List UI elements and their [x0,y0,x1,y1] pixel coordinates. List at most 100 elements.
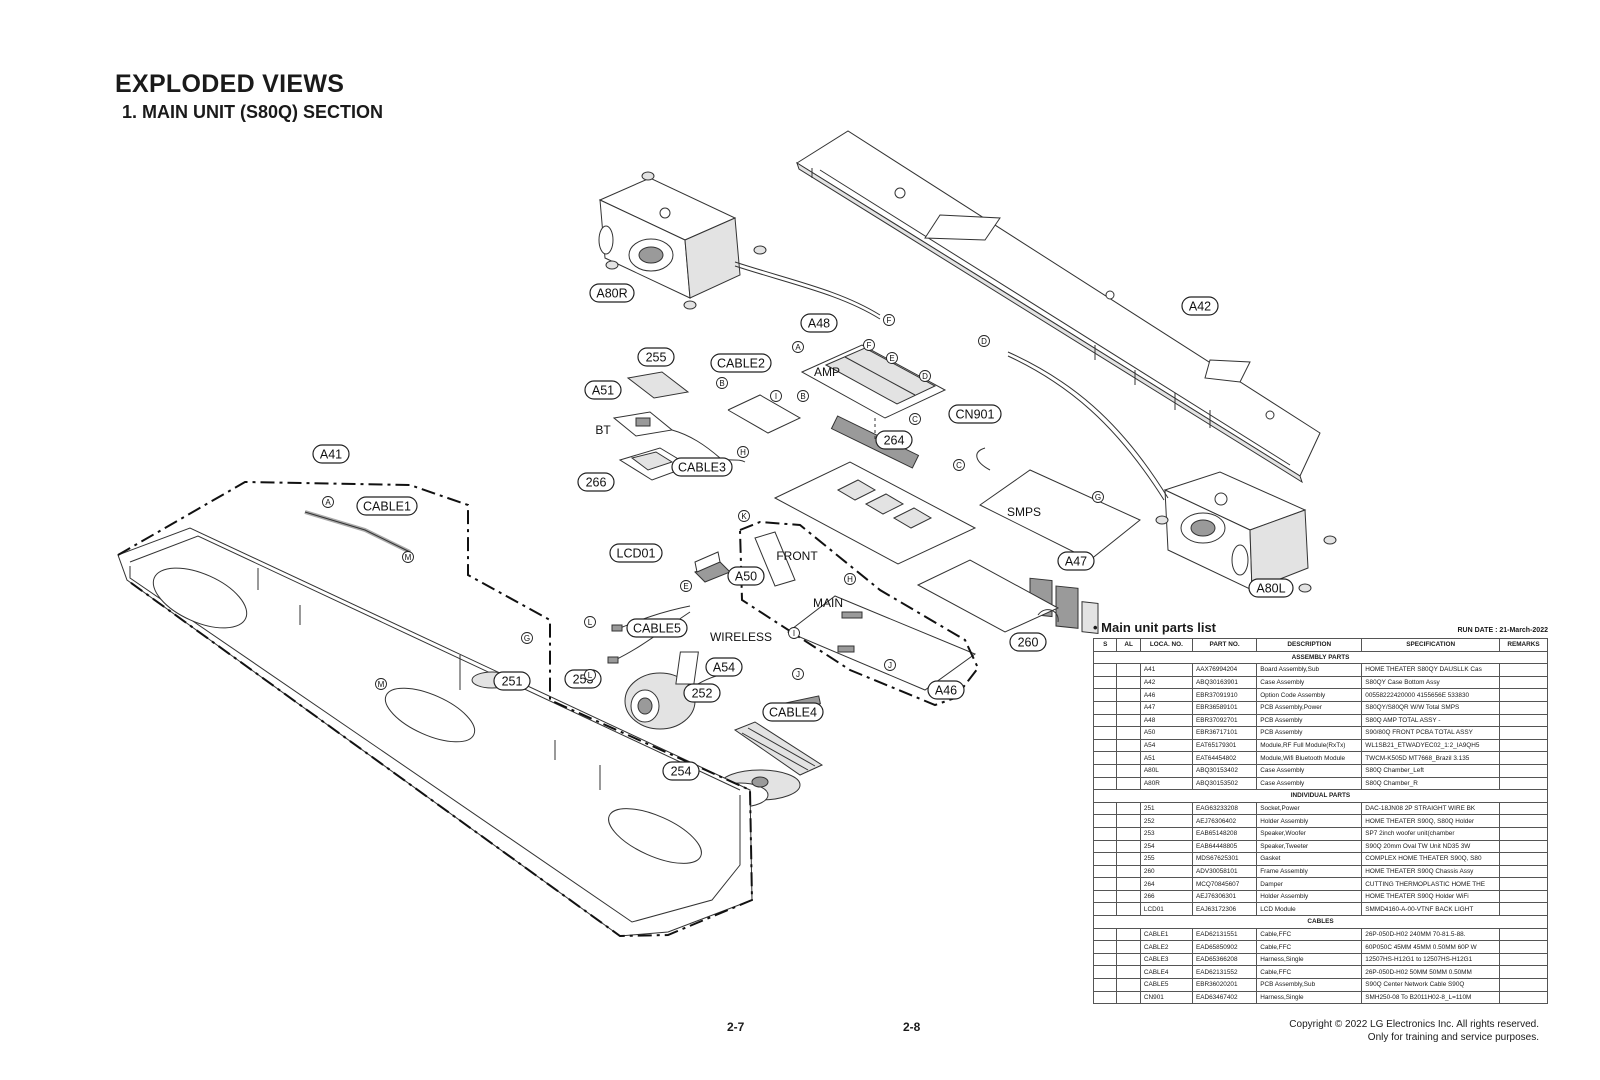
callout-label: 255 [646,351,667,365]
connector-circle [863,339,875,351]
callout-oval [609,543,663,563]
table-cell: ABQ30153502 [1191,776,1258,791]
table-cell [1116,726,1141,740]
board-label-main: MAIN [813,596,843,610]
connector-j: J [884,659,896,671]
table-cell: A80R [1139,776,1193,791]
table-cell: Cable,FFC [1256,940,1363,954]
connector-letter: B [719,379,724,388]
connector-e: E [886,352,898,364]
table-cell: Harness,Single [1256,952,1363,967]
connector-circle [770,390,782,402]
table-cell [1092,663,1118,677]
callout-a46: A46 [927,680,965,700]
table-cell: 60P050C 45MM 45MM 0.50MM 60P W [1361,940,1500,954]
table-cell [1499,726,1548,740]
table-cell: S80Q AMP TOTAL ASSY - [1361,713,1500,728]
connector-e: E [680,580,692,592]
table-cell: A50 [1139,726,1193,740]
bt-module-drawing [612,371,746,481]
table-cell [1116,952,1141,967]
table-cell [1116,852,1141,866]
connector-letter: I [775,392,777,401]
callout-a47: A47 [1057,551,1095,571]
table-cell: PCB Assembly [1256,713,1363,728]
table-cell: HOME THEATER S90Q Chassis Assy [1361,864,1500,879]
table-cell: SMH250-08 To B2011H02-8_L=110M [1361,990,1500,1005]
connector-letter: M [378,680,385,689]
callout-oval [1181,296,1219,316]
table-cell: 12507HS-H12G1 to 12507HS-H12G1 [1361,952,1500,967]
callout-label: A54 [713,661,735,675]
callout-cn901: CN901 [948,404,1002,424]
connector-letter: G [524,634,530,643]
connector-circle [322,496,334,508]
table-cell: A46 [1139,688,1193,702]
table-cell: EBR37092701 [1191,713,1258,728]
board-label-amp: AMP [814,365,840,379]
callout-label: A47 [1065,555,1087,569]
callout-label: A51 [592,384,614,398]
connector-letter: M [405,553,412,562]
table-cell: LCD Module [1256,902,1363,917]
callout-253: 253 [564,669,602,689]
connector-letter: F [887,316,892,325]
table-cell: S90/80Q FRONT PCBA TOTAL ASSY [1361,726,1500,740]
table-cell [1092,978,1118,992]
table-cell [1499,713,1548,728]
callout-label: A48 [808,317,830,331]
callout-oval [927,680,965,700]
table-cell: S80QY Case Bottom Assy [1361,675,1500,690]
callout-oval [493,671,531,691]
connector-letter: J [796,670,800,679]
table-cell [1116,751,1141,765]
connector-circle [1092,491,1104,503]
callout-label: A46 [935,684,957,698]
table-cell [1092,801,1118,816]
table-cell [1092,864,1118,879]
page-number-right: 2-8 [903,1020,921,1034]
table-cell: A51 [1139,751,1193,765]
callout-label: A42 [1189,300,1211,314]
table-cell: CABLE1 [1139,927,1193,942]
connector-letter: H [740,448,746,457]
table-cell: A41 [1139,663,1193,677]
connector-k: K [738,510,750,522]
table-cell [1499,763,1548,778]
callout-label: CN901 [956,408,995,422]
connector-l: L [584,616,596,628]
table-cell: 252 [1139,814,1193,828]
connector-circle [792,341,804,353]
table-cell: TWCM-K505D MT7668_Brazil 3.135 [1361,751,1500,765]
table-cell [1092,839,1118,854]
group-header-row: CABLES [1093,915,1548,929]
connector-letter: B [800,392,805,401]
table-cell: AEJ76306301 [1191,889,1258,904]
callout-cable1: CABLE1 [356,496,418,516]
copyright-line-1: Copyright © 2022 LG Electronics Inc. All… [1289,1019,1539,1030]
connector-circle [886,352,898,364]
connector-letter: G [1095,493,1101,502]
table-cell: EAG63233208 [1191,801,1258,816]
table-cell: A54 [1139,738,1193,753]
front-main-board-drawing [738,520,980,707]
callout-oval [948,404,1002,424]
connector-letter: L [588,671,593,680]
table-cell: EAD65850902 [1191,940,1258,954]
table-cell [1116,738,1141,753]
connector-circle [792,668,804,680]
table-cell [1092,990,1118,1005]
connector-circle [884,659,896,671]
connector-m: M [402,551,414,563]
table-cell [1116,700,1141,715]
table-cell: CABLE4 [1139,965,1193,980]
table-cell [1499,738,1548,753]
